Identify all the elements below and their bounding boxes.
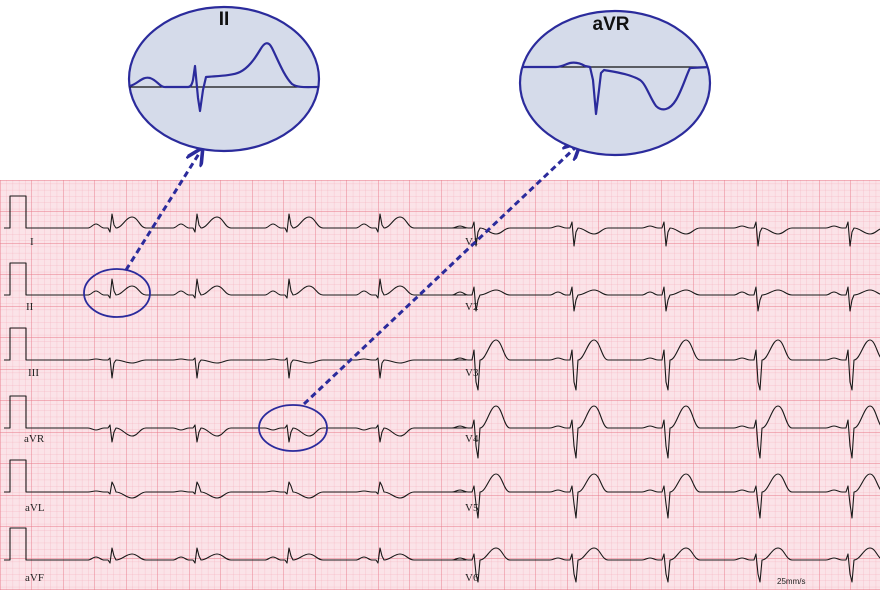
lead-label-aVR: aVR: [24, 433, 45, 445]
lead-label-II: II: [26, 301, 34, 313]
zoom-waveform-II: [129, 42, 319, 113]
lead-label-I: I: [30, 236, 34, 248]
lead-label-V4: V4: [465, 433, 479, 445]
lead-label-V1: V1: [465, 236, 478, 248]
ecg-traces: [4, 195, 880, 583]
lead-label-V3: V3: [465, 367, 479, 379]
ecg-trace-row-II: [4, 262, 880, 312]
callout-circle-II: [83, 268, 151, 318]
lead-label-V2: V2: [465, 301, 478, 313]
ecg-trace-row-aVL: [4, 459, 880, 519]
ecg-grid-lines: [0, 180, 880, 590]
lead-label-aVL: aVL: [25, 502, 45, 514]
zoom-panel-aVR: aVR: [518, 9, 712, 157]
ecg-trace-row-aVF: [4, 527, 880, 583]
lead-labels: I II III aVR aVL aVF V1 V2 V3 V4 V5 V6: [24, 236, 479, 584]
callout-circle-aVR: [258, 404, 328, 452]
lead-label-V5: V5: [465, 502, 479, 514]
zoom-waveform-aVR: [522, 61, 710, 116]
ecg-trace-row-III: [4, 327, 880, 391]
zoom-panel-II: II: [127, 5, 321, 153]
zoom-title-aVR: aVR: [593, 14, 630, 35]
ecg-trace-row-aVR: [4, 395, 880, 459]
lead-label-aVF: aVF: [25, 572, 44, 584]
zoom-title-II: II: [219, 9, 230, 30]
lead-label-III: III: [28, 367, 39, 379]
paper-speed-label: 25mm/s: [777, 577, 805, 586]
lead-label-V6: V6: [465, 572, 479, 584]
ecg-trace-row-I: [4, 195, 880, 247]
callout-arrow-II: [124, 152, 200, 271]
callout-arrow-aVR: [302, 146, 577, 406]
